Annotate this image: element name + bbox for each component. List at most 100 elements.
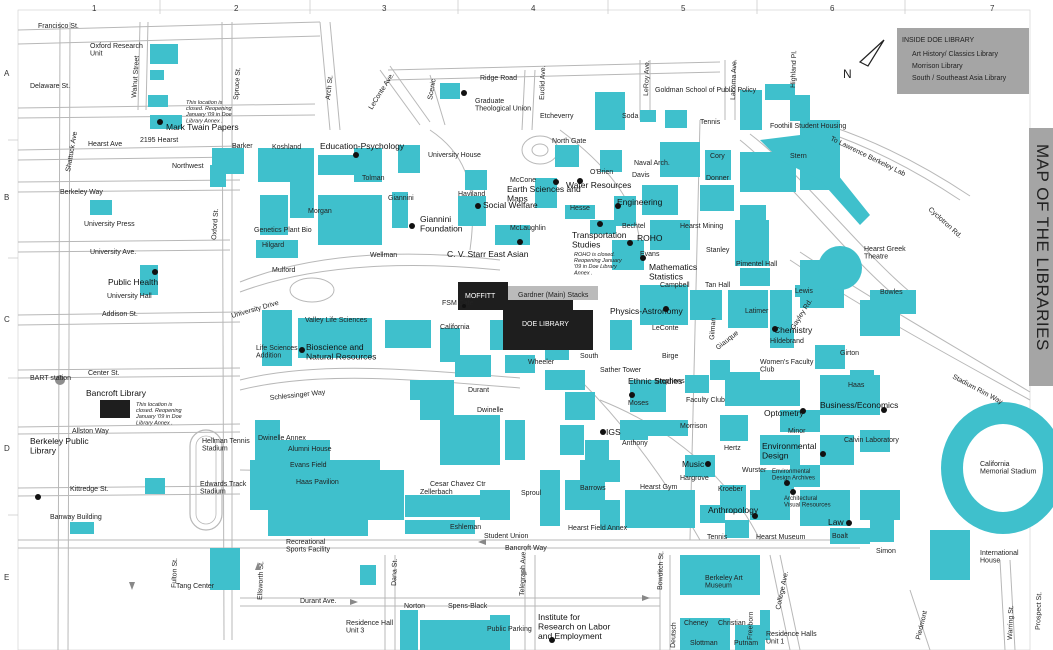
street-delaware: Delaware St. — [30, 83, 70, 90]
lib-roho-note: ROHO is closed.Reopening January'09 in D… — [573, 252, 623, 276]
grid-col-4: 4 — [531, 4, 536, 13]
lib-anthropology: Anthropology — [708, 505, 759, 515]
dot-earth-sciences-icon — [553, 179, 559, 185]
label-gardner: Gardner (Main) Stacks — [518, 292, 589, 299]
oneway-arrow-icon — [350, 599, 358, 605]
street-leroy: LeRoy Ave. — [643, 60, 651, 96]
label-south: South — [580, 353, 598, 360]
north-label: N — [843, 67, 852, 81]
street-oxford: Oxford St. — [211, 208, 220, 240]
dot-music-icon — [705, 461, 711, 467]
street-prospect: Prospect St. — [1035, 592, 1043, 630]
label-cesar-chavez: Cesar Chavez Ctr — [430, 481, 486, 488]
label-girton: Girton — [840, 350, 859, 357]
label-doe: DOE LIBRARY — [522, 321, 569, 328]
label-2195-hearst: 2195 Hearst — [140, 137, 178, 144]
inside-doe-heading: INSIDE DOE LIBRARY — [902, 37, 975, 44]
street-warring: Warring St. — [1007, 605, 1015, 640]
label-simon: Simon — [876, 548, 896, 555]
label-foothill: Foothill Student Housing — [770, 123, 846, 130]
grid-col-5: 5 — [681, 4, 686, 13]
oneway-arrow-icon — [521, 567, 527, 575]
label-boalt: Boalt — [832, 533, 848, 540]
label-faculty-club: Faculty Club — [686, 397, 725, 404]
north-arrow-icon: N — [843, 39, 885, 81]
lib-ethnic: Ethnic Studies — [628, 376, 682, 386]
label-slottman: Slottman — [690, 640, 718, 647]
street-scenic: Scenic — [427, 78, 438, 100]
label-bechtel: Bechtel — [622, 223, 646, 230]
dot-institute-icon — [549, 637, 555, 643]
label-hildebrand: Hildebrand — [770, 338, 804, 345]
label-sather-tower: Sather Tower — [600, 367, 642, 374]
dot-transportation-icon — [597, 221, 603, 227]
label-soda: Soda — [622, 113, 638, 120]
label-eshleman: Eshleman — [450, 524, 481, 531]
dot-anthropology-icon — [752, 513, 758, 519]
label-bart: BART station — [30, 375, 71, 382]
label-dwinelle: Dwinelle — [477, 407, 504, 414]
label-obrien: O'Brien — [590, 169, 613, 176]
label-latimer: Latimer — [745, 308, 769, 315]
street-highland: Highland Pl. — [790, 50, 798, 88]
label-tennis2: Tennis — [707, 534, 728, 541]
lib-engineering: Engineering — [617, 197, 663, 207]
label-moffitt: MOFFITT — [465, 293, 496, 300]
lib-mark-twain: Mark Twain Papers — [166, 122, 239, 132]
label-wurster: Wurster — [742, 467, 767, 474]
dot-bioscience-icon — [299, 347, 305, 353]
grid-col-3: 3 — [382, 4, 387, 13]
street-fulton: Fulton St. — [171, 558, 179, 588]
oneway-arrow-icon — [642, 595, 650, 601]
label-haas: Haas — [848, 382, 865, 389]
label-hearst-mining: Hearst Mining — [680, 223, 723, 230]
grid-row-a: A — [4, 69, 10, 78]
lib-social-welfare: Social Welfare — [483, 200, 538, 210]
street-bancroft-way: Bancroft Way — [505, 545, 547, 552]
lib-music: Music — [682, 459, 705, 469]
label-fsm-cafe: FSM Cafe — [442, 300, 474, 307]
lib-physics: Physics-Astronomy — [610, 306, 683, 316]
label-northwest: Northwest — [172, 163, 204, 170]
label-stephens: Stephens — [655, 378, 685, 385]
label-putnam: Putnam — [734, 640, 758, 647]
label-birge: Birge — [662, 353, 678, 360]
label-north-gate: North Gate — [552, 138, 586, 145]
label-genetics: Genetics Plant Bio — [254, 227, 312, 234]
dot-architectural-icon — [790, 489, 796, 495]
bancroft-building — [100, 400, 130, 418]
street-ellsworth: Ellsworth St. — [257, 561, 265, 600]
street-arch: Arch St. — [325, 75, 335, 101]
label-sproul: Sproul — [521, 490, 542, 497]
dot-physics-icon — [663, 306, 669, 312]
label-christian: Christian — [718, 620, 746, 627]
lib-roho: ROHO — [637, 233, 663, 243]
label-hearst-field-annex: Hearst Field Annex — [568, 525, 628, 532]
dot-env-archives-icon — [784, 480, 790, 486]
label-alumni-house: Alumni House — [288, 446, 332, 453]
label-mccone: McCone — [510, 177, 536, 184]
street-spruce: Spruce St. — [233, 67, 242, 100]
map-title-tab: MAP OF THE LIBRARIES — [1029, 128, 1053, 386]
dot-giannini-icon — [409, 223, 415, 229]
inside-doe-item-2: Morrison Library — [912, 63, 963, 70]
label-valley-life: Valley Life Sciences — [305, 317, 368, 324]
label-public-parking: Public Parking — [487, 626, 532, 633]
label-haas-pavilion: Haas Pavilion — [296, 479, 339, 486]
label-mclaughlin: McLaughlin — [510, 225, 546, 232]
label-giannini: Giannini — [388, 195, 414, 202]
